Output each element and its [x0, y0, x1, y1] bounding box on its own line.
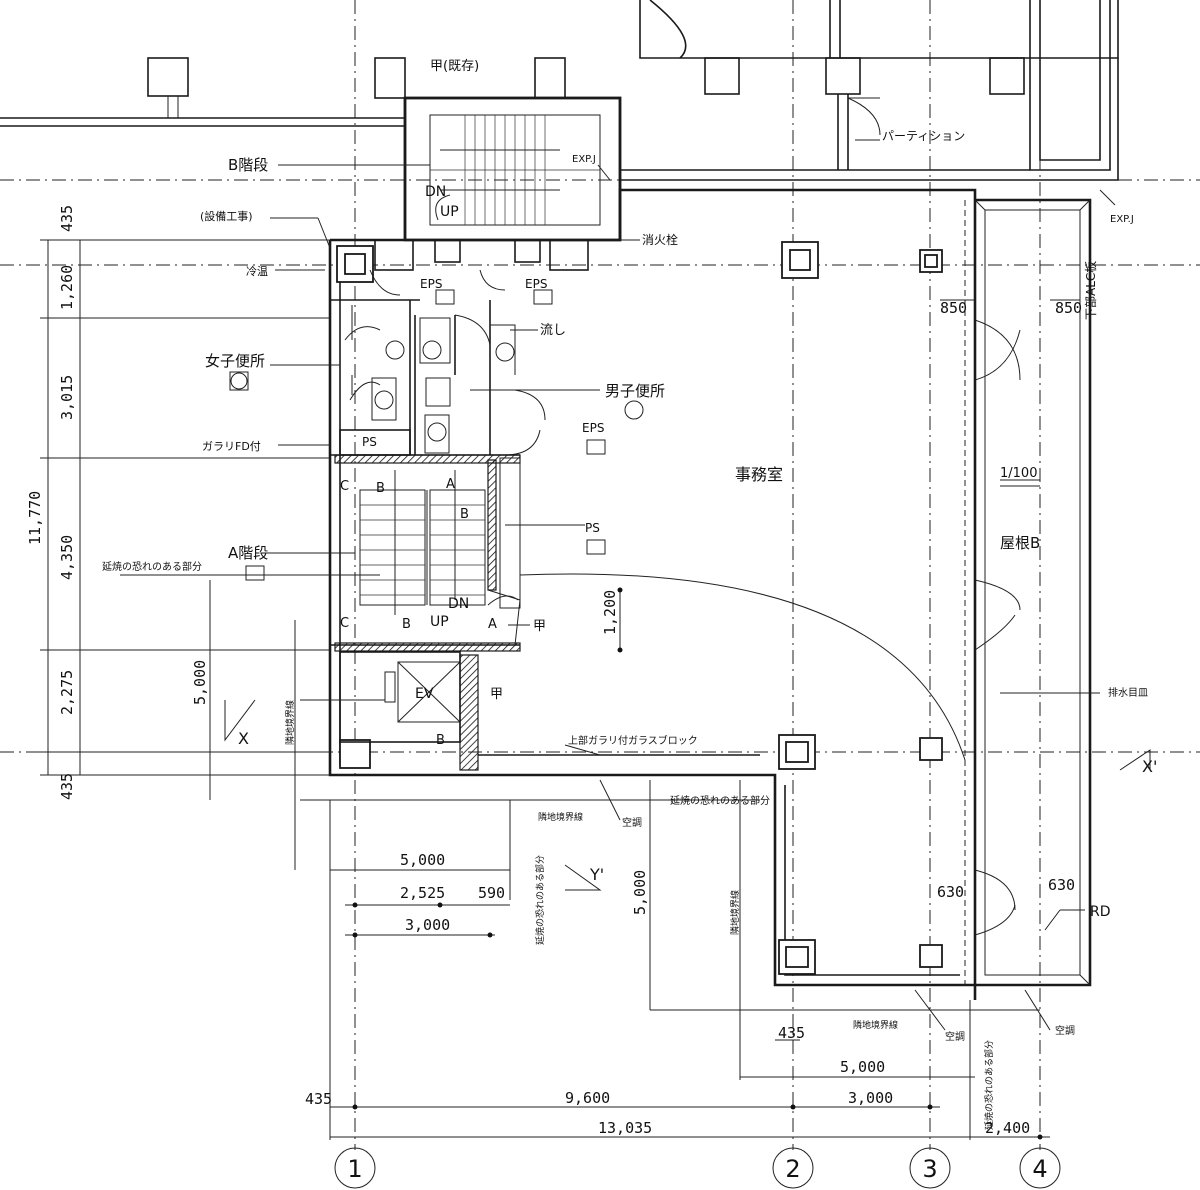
- toilet-fixtures: [344, 269, 546, 456]
- existing-building: [0, 0, 1119, 240]
- eps-label-2: EPS: [525, 277, 547, 291]
- axis-1: 1: [347, 1155, 362, 1183]
- dim-left-4350: 4,350: [58, 535, 76, 580]
- roof-b: [960, 198, 1092, 990]
- up-label-1: UP: [440, 204, 459, 220]
- alc-label: 下部ALC板: [1083, 261, 1098, 320]
- sink-label: 流し: [540, 323, 566, 338]
- b-stair-label: B階段: [228, 156, 268, 174]
- section-y-prime: Y': [589, 865, 604, 884]
- stair-b3: B: [402, 617, 411, 632]
- ps-label-2: PS: [585, 521, 600, 535]
- grid-axis-markers: 1 2 3 4: [334, 1147, 1061, 1189]
- fire-spread-label-3: 延焼の恐れのある部分: [534, 855, 546, 945]
- expj-label-2: EXP.J: [1110, 214, 1134, 225]
- dim-left-435b: 435: [58, 773, 76, 800]
- elevator: [339, 651, 760, 771]
- dim-left-2275: 2,275: [58, 670, 76, 715]
- dn-label-2: DN: [448, 596, 469, 612]
- dim-1200: 1,200: [601, 590, 619, 635]
- dim-5000-top: 5,000: [400, 851, 445, 869]
- site-boundary-label-4: 隣地境界線: [853, 1019, 898, 1031]
- site-boundary-label-1: 隣地境界線: [284, 700, 296, 745]
- dim-3000: 3,000: [405, 916, 450, 934]
- kou-label-1: 甲: [533, 619, 546, 634]
- cooling-label: 冷温: [246, 265, 268, 278]
- fire-spread-label-1: 延焼の恐れのある部分: [102, 560, 202, 573]
- a-stair: [334, 454, 521, 652]
- dim-left-1260: 1,260: [58, 265, 76, 310]
- dim-435-right: 435: [778, 1024, 805, 1042]
- office-label: 事務室: [735, 465, 783, 484]
- fire-spread-label-4: 延焼の恐れのある部分: [983, 1040, 995, 1130]
- fire-spread-label-2: 延焼の恐れのある部分: [670, 794, 770, 807]
- expj-label-1: EXP.J: [572, 154, 596, 165]
- b-stair: [403, 96, 622, 242]
- kou-label-2: 甲: [490, 687, 503, 702]
- dim-630b: 630: [1048, 876, 1075, 894]
- dim-590: 590: [478, 884, 505, 902]
- womens-toilet-label: 女子便所: [205, 352, 265, 370]
- stair-c2: C: [340, 616, 349, 631]
- dim-850b: 850: [1055, 299, 1082, 317]
- dim-5000-mid: 5,000: [631, 870, 649, 915]
- floor-drain-label: 排水目皿: [1108, 686, 1148, 699]
- shafts: [229, 239, 644, 581]
- dim-5000-vert: 5,000: [191, 660, 209, 705]
- dn-label-1: DN: [425, 184, 446, 200]
- roof-b-label: 屋根B: [1000, 534, 1040, 552]
- hydrant-label: 消火栓: [642, 232, 678, 247]
- existing-label: 甲(既存): [430, 59, 479, 74]
- section-x: X: [238, 729, 249, 748]
- axis-3: 3: [922, 1155, 937, 1183]
- labels: 甲(既存) B階段 (設備工事) 冷温 EPS EPS EPS 女子便所 男子便…: [102, 59, 1148, 1130]
- dim-435-bottom: 435: [305, 1090, 332, 1108]
- dimension-lines: [40, 239, 1080, 1140]
- stair-a1: A: [446, 477, 455, 492]
- ps-label-1: PS: [362, 435, 377, 449]
- columns: [336, 241, 943, 975]
- eps-label-1: EPS: [420, 277, 442, 291]
- ev-label: EV: [415, 686, 434, 702]
- dim-3000-bottom: 3,000: [848, 1089, 893, 1107]
- dim-13035: 13,035: [598, 1119, 652, 1137]
- partition-label: パーティション: [882, 129, 965, 143]
- glass-fd-label: ガラリFD付: [202, 440, 261, 453]
- stair-b1: B: [376, 481, 385, 496]
- roof-scale-label: 1/100: [1000, 466, 1037, 481]
- dim-5000-right: 5,000: [840, 1058, 885, 1076]
- separate-work-label: (設備工事): [200, 209, 253, 223]
- section-marks: X X' Y': [238, 729, 1157, 884]
- section-x-prime: X': [1142, 757, 1157, 776]
- vent-label-3: 空調: [1055, 1024, 1075, 1037]
- stair-c1: C: [340, 479, 349, 494]
- site-boundary-label-3: 隣地境界線: [729, 890, 741, 935]
- mens-toilet-label: 男子便所: [605, 382, 665, 400]
- a-stair-label: A階段: [228, 544, 268, 562]
- dim-left-total: 11,770: [26, 491, 44, 545]
- dimension-texts: 435 1,260 3,015 4,350 2,275 435 11,770 5…: [26, 205, 1082, 1137]
- eps-label-3: EPS: [582, 421, 604, 435]
- dim-2400: 2,400: [985, 1119, 1030, 1137]
- dim-left-3015: 3,015: [58, 375, 76, 420]
- office-door-swing: [519, 573, 966, 761]
- dim-2525: 2,525: [400, 884, 445, 902]
- rd-label: RD: [1090, 904, 1111, 920]
- leader-lines: [120, 139, 1151, 1031]
- stair-a2: A: [488, 617, 497, 632]
- dim-9600: 9,600: [565, 1089, 610, 1107]
- vent-label-2: 空調: [945, 1030, 965, 1043]
- dim-630a: 630: [937, 883, 964, 901]
- dim-850a: 850: [940, 299, 967, 317]
- height-note-label: 上部ガラリ付ガラスブロック: [568, 734, 698, 747]
- up-label-2: UP: [430, 614, 449, 630]
- stair-b4: B: [436, 733, 445, 748]
- axis-2: 2: [785, 1155, 800, 1183]
- site-boundary-label-2: 隣地境界線: [538, 811, 583, 823]
- stair-b2: B: [460, 507, 469, 522]
- vent-label-1: 空調: [622, 816, 642, 829]
- dim-left-435a: 435: [58, 205, 76, 232]
- axis-4: 4: [1032, 1155, 1047, 1183]
